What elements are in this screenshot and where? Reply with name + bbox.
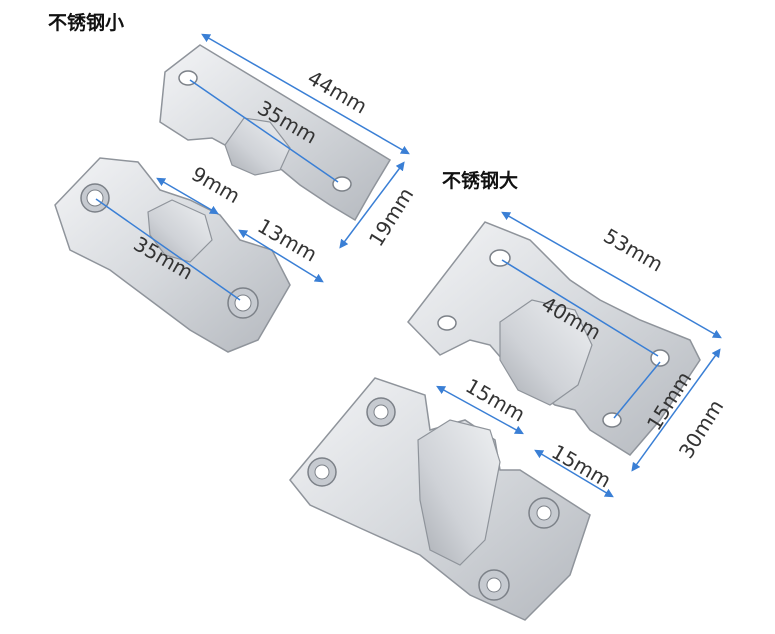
large-width-label: 53mm xyxy=(600,224,668,277)
small-size-title: 不锈钢小 xyxy=(48,12,125,34)
small-height-label: 19mm xyxy=(364,183,418,250)
small-bracket-bottom-plate xyxy=(54,157,291,353)
small-top-hole-right xyxy=(332,176,352,192)
large-height-label: 30mm xyxy=(674,395,728,462)
large-bracket-bottom-plate xyxy=(289,377,591,621)
large-size-title: 不锈钢大 xyxy=(442,170,519,192)
small-bottom-hole-left xyxy=(86,189,104,207)
dimension-lines xyxy=(95,33,722,498)
small-bracket-top-plate xyxy=(159,44,392,222)
large-bottom-gap-label: 15mm xyxy=(548,440,616,493)
small-width-label: 44mm xyxy=(304,66,372,119)
